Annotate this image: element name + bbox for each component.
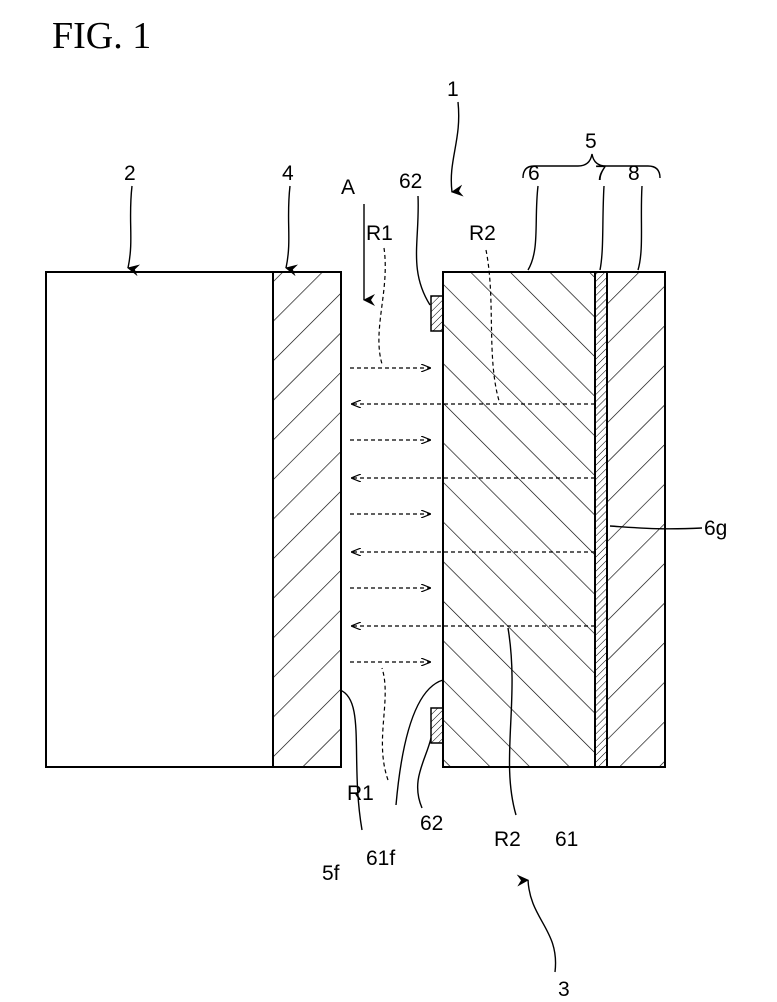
block-2 bbox=[46, 272, 273, 767]
label-3: 3 bbox=[558, 978, 570, 1001]
leader-2 bbox=[128, 186, 132, 268]
label-4: 4 bbox=[282, 162, 294, 185]
label-1: 1 bbox=[447, 78, 459, 101]
label-6: 6 bbox=[528, 162, 540, 185]
leader-1 bbox=[451, 102, 458, 192]
label-6g: 6g bbox=[704, 517, 727, 540]
part-62-top bbox=[431, 296, 443, 331]
label-62-bottom: 62 bbox=[420, 812, 443, 835]
leader-r1-top bbox=[379, 248, 385, 364]
leader-3 bbox=[528, 880, 556, 972]
layer-7 bbox=[595, 272, 607, 767]
layer-4 bbox=[273, 272, 341, 767]
layer-8 bbox=[607, 272, 665, 767]
layer-6 bbox=[443, 272, 595, 767]
label-r1-bottom: R1 bbox=[347, 782, 374, 805]
label-2: 2 bbox=[124, 162, 136, 185]
leader-5f bbox=[340, 690, 362, 830]
label-5: 5 bbox=[585, 130, 597, 153]
label-62-top: 62 bbox=[399, 170, 422, 193]
part-62-bottom bbox=[431, 708, 443, 743]
leader-62-top bbox=[417, 196, 431, 305]
leader-8 bbox=[638, 186, 642, 270]
leader-62-bottom bbox=[418, 738, 431, 808]
label-a: A bbox=[341, 176, 355, 199]
label-r2-bottom: R2 bbox=[494, 828, 521, 851]
label-7: 7 bbox=[595, 162, 607, 185]
leader-7 bbox=[600, 186, 604, 270]
figure-title: FIG. 1 bbox=[52, 15, 151, 57]
label-61f: 61f bbox=[366, 847, 395, 870]
label-r2-top: R2 bbox=[469, 222, 496, 245]
label-8: 8 bbox=[628, 162, 640, 185]
label-5f: 5f bbox=[322, 862, 340, 885]
leader-4 bbox=[286, 186, 290, 268]
label-r1-top: R1 bbox=[366, 222, 393, 245]
leader-6 bbox=[528, 186, 538, 270]
leader-r1-bottom bbox=[382, 668, 388, 780]
label-61: 61 bbox=[555, 828, 578, 851]
